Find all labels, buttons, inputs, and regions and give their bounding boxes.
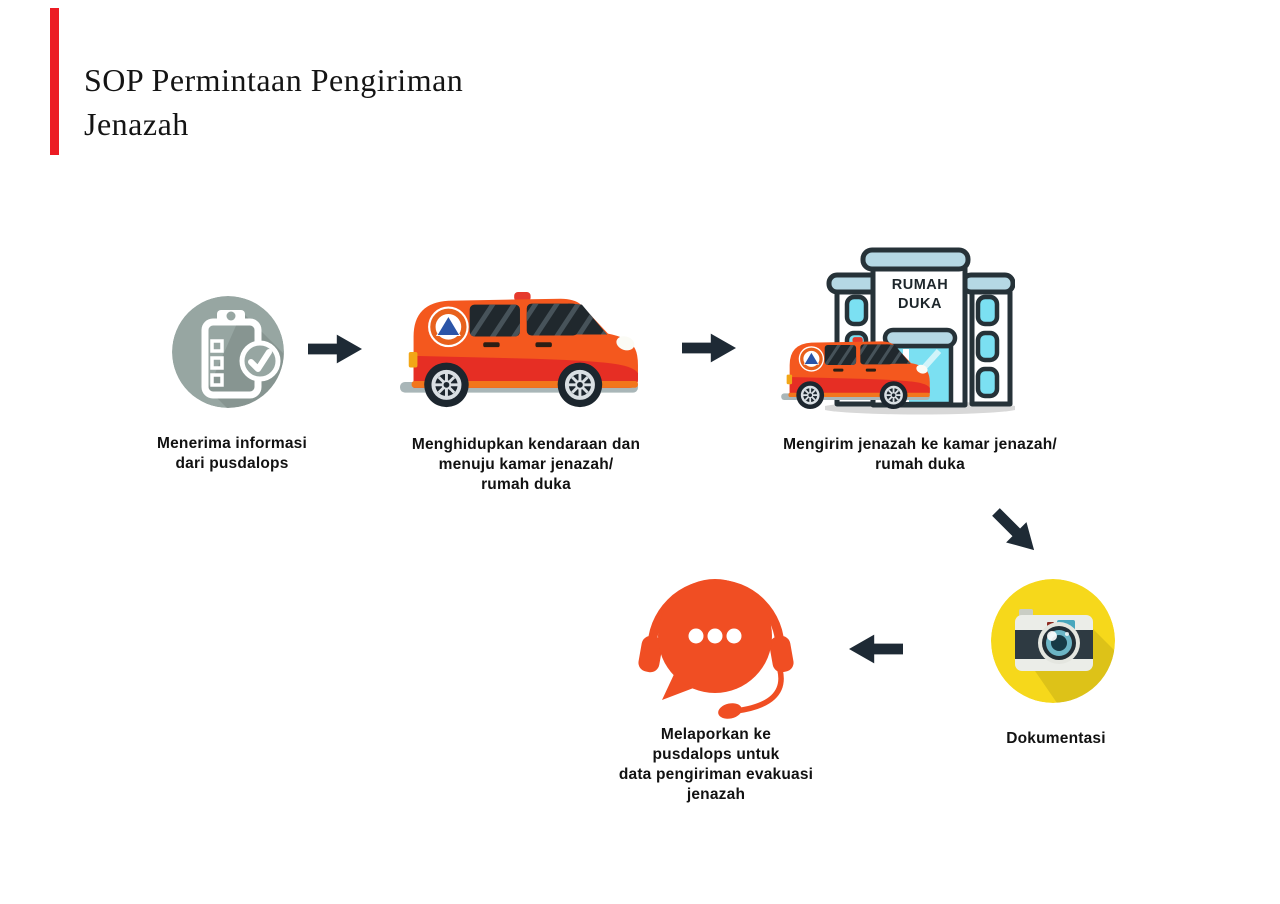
- arrow-right-icon-2: [682, 330, 736, 366]
- ambulance-small-icon: [780, 337, 931, 416]
- ambulance-icon: [398, 292, 640, 415]
- arrow-right-icon-1: [308, 331, 362, 367]
- camera-icon: [991, 579, 1115, 703]
- step-label-menerima-informasi: Menerima informasi dari pusdalops: [156, 435, 308, 472]
- title-accent-bar: [50, 8, 59, 155]
- step-label-melaporkan: Melaporkan ke pusdalops untuk data pengi…: [618, 726, 814, 803]
- step-label-dokumentasi: Dokumentasi: [1006, 730, 1106, 747]
- building-sign-rumah-duka: RUMAH DUKA: [891, 277, 949, 312]
- step-label-menghidupkan-kendaraan: Menghidupkan kendaraan dan menuju kamar …: [411, 436, 641, 493]
- arrow-down-right-icon: [983, 499, 1047, 563]
- arrow-left-icon: [849, 631, 903, 667]
- clipboard-check-icon: [172, 296, 284, 408]
- page-title: SOP Permintaan Pengiriman Jenazah: [84, 62, 464, 143]
- step-label-mengirim-jenazah: Mengirim jenazah ke kamar jenazah/ rumah…: [783, 436, 1057, 473]
- headset-chat-icon: [634, 572, 798, 729]
